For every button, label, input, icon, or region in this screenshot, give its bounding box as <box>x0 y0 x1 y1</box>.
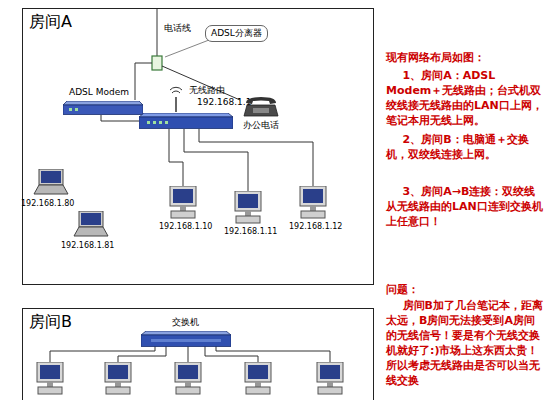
note-heading: 问题： <box>386 282 544 297</box>
office-phone-icon <box>243 95 279 117</box>
desktop-pc: 192.168.1.11 <box>218 191 280 239</box>
desktop-pc <box>37 362 63 394</box>
note-text: 现有网络布局如图： <box>386 50 544 65</box>
device-label: 办公电话 <box>243 120 279 130</box>
network-switch-icon <box>141 331 231 347</box>
splitter-wire <box>135 63 152 100</box>
adsl-modem-shape <box>63 101 143 115</box>
network-switch-shape <box>141 331 231 347</box>
room-b: 房间B 交换机 <box>22 308 374 400</box>
device-label: 192.168.1.80 <box>21 199 74 208</box>
office-phone: 办公电话 <box>239 95 283 133</box>
wifi-arc <box>170 87 182 90</box>
laptop-shape <box>74 211 108 236</box>
desktop-pc <box>317 362 343 394</box>
room-title: 房间A <box>29 13 72 31</box>
laptop-icon <box>33 169 69 195</box>
desktop-pc-icon <box>298 186 328 220</box>
wireless-router-icon <box>139 113 233 129</box>
laptop: 192.168.1.81 <box>61 211 121 253</box>
desktop-pc: 192.168.1.12 <box>283 186 345 234</box>
adsl-modem: ADSL Modem <box>63 87 143 115</box>
device-label: ADSL Modem <box>69 87 129 97</box>
phone-line <box>157 9 158 56</box>
cable <box>169 129 183 186</box>
laptop: 192.168.1.80 <box>21 169 81 211</box>
room-a: 房间A ADSL分离器 ADSL Modem 无线路由 192.168.1.1 办公电话 1… <box>22 8 374 285</box>
desktop-pc-icon <box>168 186 198 220</box>
cable <box>50 346 155 362</box>
device-label: 192.168.1.11 <box>224 227 277 236</box>
device-label: 无线路由 <box>189 85 225 95</box>
note-text: 2、房间B：电脑通＋交换机，双绞线连接上网。 <box>386 132 544 162</box>
desktop-pc <box>175 362 201 394</box>
desktop-pc-shape <box>170 186 196 218</box>
note-text: 3、房间A→B连接：双绞线从无线路由的LAN口连到交换机上任意口！ <box>386 184 544 229</box>
cable <box>205 346 258 362</box>
laptop-icon <box>73 211 109 237</box>
cable <box>101 115 139 121</box>
device-label: ADSL分离器 <box>211 28 262 38</box>
desktop-pc <box>105 362 131 394</box>
splitter-callout: ADSL分离器 <box>205 25 268 42</box>
desktop-pc: 192.168.1.10 <box>153 186 215 234</box>
leader-line <box>165 40 209 57</box>
wireless-router: 无线路由 192.168.1.1 <box>139 85 254 129</box>
device-label: 192.168.1.12 <box>289 222 342 231</box>
cable <box>184 129 248 191</box>
office-phone-shape <box>244 97 278 116</box>
adsl-splitter <box>152 56 162 70</box>
note-text: 1、房间A：ADSL Modem＋无线路由；台式机双绞线接无线路由的LAN口上网… <box>386 68 544 128</box>
device-label: 192.168.1.10 <box>159 222 212 231</box>
cable <box>118 346 166 362</box>
desktop-pc <box>245 362 271 394</box>
device-label: 192.168.1.1 <box>197 97 251 107</box>
splitter-wire <box>162 66 240 100</box>
room-title: 房间B <box>29 313 72 331</box>
desktop-pc-shape <box>300 186 326 218</box>
cable <box>199 129 313 186</box>
note-text: 房间B加了几台笔记本，距离太远，B房间无法接受到A房间的无线信号！要是有个无线交… <box>386 298 544 388</box>
antenna <box>175 97 177 112</box>
desktop-pc-icon <box>233 191 263 225</box>
wireless-router-shape <box>139 113 233 129</box>
cable <box>216 346 330 362</box>
cable <box>188 346 189 362</box>
device-label: 192.168.1.81 <box>61 241 114 250</box>
wire-label: 电话线 <box>164 22 191 35</box>
network-switch: 交换机 <box>141 317 231 347</box>
wifi-arc <box>172 91 180 93</box>
desktop-pc-shape <box>235 191 261 223</box>
laptop-shape <box>34 169 68 194</box>
adsl-modem-icon <box>63 101 143 115</box>
device-label: 交换机 <box>172 317 199 327</box>
